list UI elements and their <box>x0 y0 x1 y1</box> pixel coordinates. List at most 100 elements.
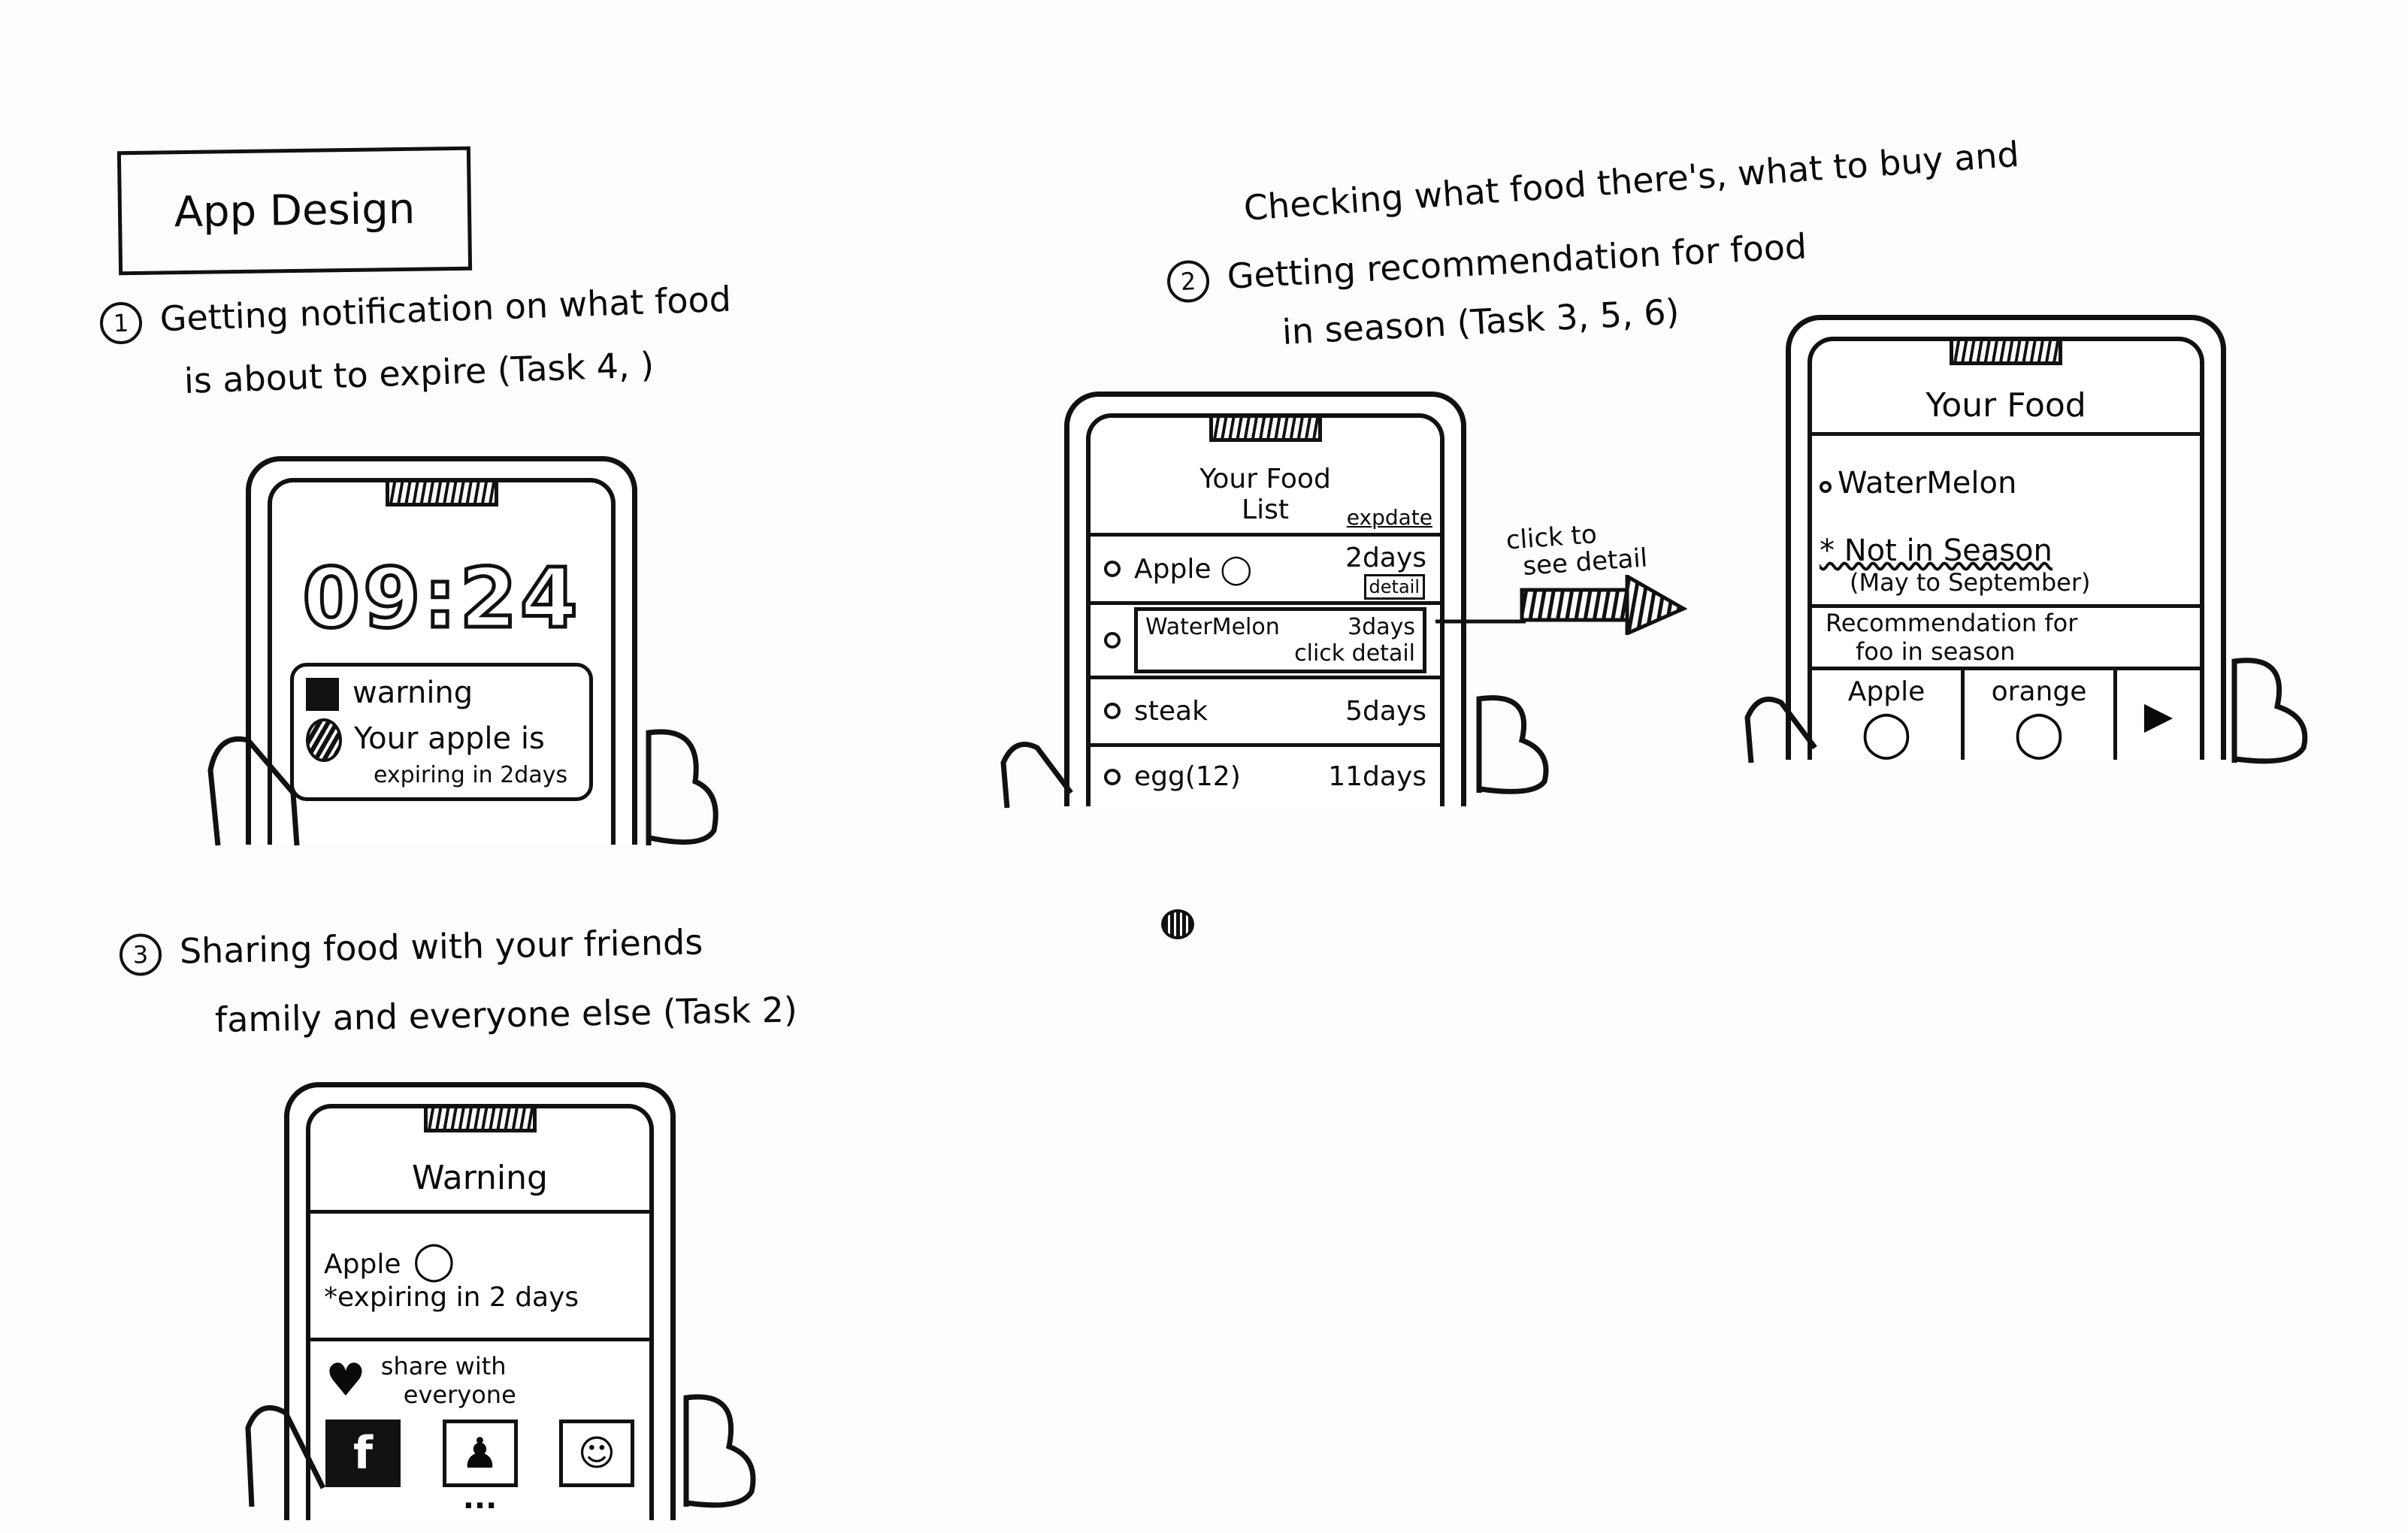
recommendation-orange[interactable]: orange◯ <box>1965 670 2117 760</box>
share-label: share with <box>380 1352 507 1380</box>
chat-icon: ☺ <box>577 1432 616 1474</box>
season-range: (May to September) <box>1850 568 2091 597</box>
title-box: App Design <box>116 146 473 276</box>
phone-lock-screen: 09:24 warning Your apple is expiring in … <box>246 456 637 845</box>
bullet-icon <box>1820 480 1832 493</box>
doodle-icon <box>1161 909 1194 939</box>
section-2-heading: 2 Getting recommendation for food <box>1166 225 1808 304</box>
phone-notch <box>1209 418 1322 442</box>
phone-notch <box>1950 341 2062 365</box>
detail-body: WaterMelon * Not in Season (May to Septe… <box>1812 436 2200 609</box>
right-hand-icon <box>1476 695 1549 794</box>
right-hand-icon <box>683 1394 756 1508</box>
heart-icon: ♥ <box>325 1354 366 1407</box>
apple-icon: ◯ <box>401 1238 455 1282</box>
next-arrow-button[interactable]: ▶ <box>2143 693 2174 737</box>
rec-label: Apple <box>1847 676 1925 708</box>
page-title: App Design <box>174 184 416 237</box>
recommendation-subtitle: foo in season <box>1856 637 2016 667</box>
list-item[interactable]: egg(12) 11days <box>1091 747 1440 806</box>
recommendation-carousel: Apple◯ orange◯ ▶ <box>1812 670 2200 760</box>
notification-body: Your apple is <box>354 721 545 756</box>
section-text: Sharing food with your friends <box>179 921 703 972</box>
list-header: Your Food List expdate <box>1091 418 1440 537</box>
list-item[interactable]: Apple◯ 2days detail <box>1091 537 1440 606</box>
section-2-subheading: in season (Task 3, 5, 6) <box>1281 291 1680 352</box>
left-hand-icon <box>1744 697 1817 763</box>
section-number: 2 <box>1166 259 1211 304</box>
section-number: 3 <box>119 933 162 976</box>
list-item[interactable]: steak 5days <box>1091 679 1440 748</box>
phone-food-list: Your Food List expdate Apple◯ 2days deta… <box>1064 392 1466 806</box>
highlighted-item[interactable]: WaterMelon 3days click detail <box>1134 606 1426 673</box>
season-warning: * Not in Season <box>1820 534 2053 569</box>
item-name: WaterMelon <box>1145 613 1280 640</box>
item-days: 2days <box>1345 543 1426 574</box>
rec-label: orange <box>1991 676 2087 708</box>
left-hand-icon <box>207 736 300 846</box>
chat-share-button[interactable]: ☺ <box>559 1420 634 1487</box>
item-name: Apple <box>1134 553 1212 585</box>
apple-icon <box>306 718 342 762</box>
list-subtitle: List <box>1242 494 1289 525</box>
item-days: 5days <box>1345 695 1426 727</box>
section-3-heading: 3 Sharing food with your friends <box>119 921 703 976</box>
phone-screen: Warning Apple ◯ *expiring in 2 days ♥ sh… <box>306 1104 654 1520</box>
item-days: 11days <box>1328 761 1426 793</box>
apple-icon: ◯ <box>1861 707 1912 760</box>
item-name: egg(12) <box>1134 761 1241 793</box>
bullet-icon <box>1104 768 1121 785</box>
recommendation-title: Recommendation for <box>1826 609 2078 638</box>
share-label: everyone <box>403 1380 516 1409</box>
facebook-icon: f <box>352 1427 374 1480</box>
click-detail-hint: click detail <box>1294 640 1415 667</box>
section-3-subheading: family and everyone else (Task 2) <box>214 989 798 1040</box>
share-title: Warning <box>310 1108 649 1214</box>
phone-screen: Your Food List expdate Apple◯ 2days deta… <box>1086 413 1444 806</box>
phone-notch <box>423 1108 537 1132</box>
expiry-notification[interactable]: warning Your apple is expiring in 2days <box>290 663 593 801</box>
right-hand-icon <box>2231 658 2308 764</box>
facebook-share-button[interactable]: f <box>325 1420 401 1487</box>
notification-title: warning <box>352 676 473 710</box>
notification-subtext: expiring in 2days <box>374 762 568 788</box>
phone-notch <box>385 482 498 506</box>
list-item[interactable]: WaterMelon 3days click detail <box>1091 605 1440 679</box>
item-name: Apple <box>324 1249 401 1280</box>
section-1-subheading: is about to expire (Task 4, ) <box>183 344 655 401</box>
app-icon <box>306 678 339 711</box>
apple-icon: ◯ <box>1220 552 1253 586</box>
phone-food-detail: Your Food WaterMelon * Not in Season (Ma… <box>1786 315 2226 760</box>
bullet-icon <box>1104 631 1121 649</box>
right-hand-icon <box>646 729 718 845</box>
expiry-note: *expiring in 2 days <box>324 1282 579 1313</box>
section-text: Getting notification on what food <box>159 278 732 340</box>
more-options-button[interactable]: ... <box>462 1481 498 1516</box>
bullet-icon <box>1104 561 1121 578</box>
section-number: 1 <box>99 301 143 345</box>
recommendation-apple[interactable]: Apple◯ <box>1812 670 1965 760</box>
person-icon: ♟ <box>461 1429 499 1478</box>
orange-icon: ◯ <box>2013 707 2065 760</box>
friend-share-button[interactable]: ♟ <box>442 1420 518 1487</box>
left-hand-icon <box>1000 742 1073 809</box>
item-days: 3days <box>1348 613 1415 640</box>
phone-screen: 09:24 warning Your apple is expiring in … <box>268 478 616 845</box>
left-hand-icon <box>245 1404 326 1507</box>
recommendation-header: Recommendation for foo in season <box>1812 608 2200 671</box>
list-title: Your Food <box>1199 463 1331 494</box>
phone-share: Warning Apple ◯ *expiring in 2 days ♥ sh… <box>284 1082 676 1520</box>
detail-title: Your Food <box>1812 341 2200 436</box>
clock-time: 09:24 <box>301 549 581 649</box>
phone-screen: Your Food WaterMelon * Not in Season (Ma… <box>1808 337 2204 760</box>
section-2-pre: Checking what food there's, what to buy … <box>1242 133 2021 228</box>
detail-item-name: WaterMelon <box>1838 465 2017 500</box>
item-name: steak <box>1134 695 1208 727</box>
section-text: Getting recommendation for food <box>1226 225 1808 297</box>
share-item: Apple ◯ *expiring in 2 days <box>310 1214 649 1341</box>
section-1-heading: 1 Getting notification on what food <box>99 279 732 345</box>
detail-button[interactable]: detail <box>1363 574 1425 600</box>
click-annotation: click to see detail <box>1505 518 1649 582</box>
